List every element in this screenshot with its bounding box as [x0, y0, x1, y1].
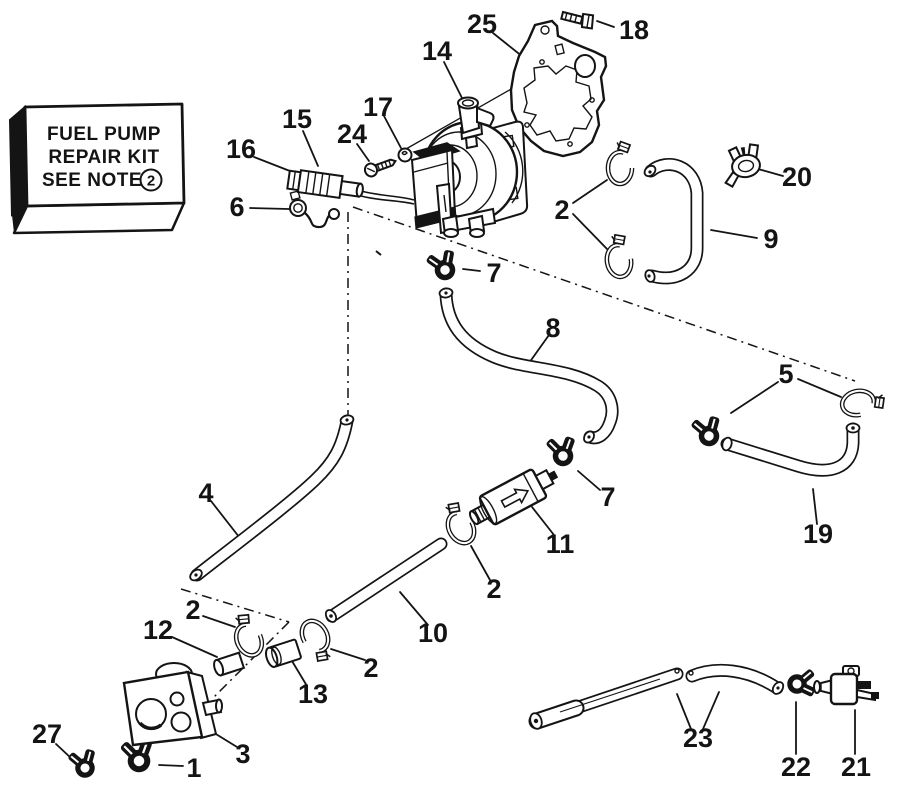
part-callout-24-5: 24	[337, 119, 367, 149]
part-callout-2-19: 2	[185, 595, 200, 625]
fuel-connector	[813, 665, 879, 706]
bushing-13	[265, 638, 302, 668]
pump-bracket	[122, 662, 223, 747]
spring-clamp-7a	[424, 244, 463, 282]
part-callout-25-0: 25	[467, 9, 497, 39]
part-callout-2-22: 2	[363, 653, 378, 683]
hose-19	[720, 422, 861, 477]
part-callout-27-25: 27	[32, 719, 62, 749]
part-callout-14-2: 14	[422, 36, 452, 66]
part-callout-13-23: 13	[298, 679, 328, 709]
part-callout-22-28: 22	[781, 752, 811, 782]
note-box-line2: REPAIR KIT	[48, 147, 159, 168]
worm-clamp-2b	[602, 232, 633, 279]
note-number: 2	[147, 173, 155, 190]
part-callout-9-10: 9	[763, 224, 778, 254]
part-callout-2-18: 2	[486, 574, 501, 604]
part-callout-3-26: 3	[235, 739, 250, 769]
spring-clamp-7b	[544, 432, 581, 467]
part-callout-1-27: 1	[186, 753, 201, 783]
part-callout-18-1: 18	[619, 15, 649, 45]
fuel-pump-assembly	[410, 96, 529, 238]
worm-clamp-5-right	[840, 386, 888, 419]
hose-10	[324, 537, 448, 623]
hose-23-right	[685, 663, 785, 695]
part-callout-5-13: 5	[778, 359, 793, 389]
mounting-bolt	[560, 10, 595, 30]
part-callout-17-3: 17	[363, 92, 393, 122]
part-callout-19-17: 19	[803, 519, 833, 549]
part-callout-12-20: 12	[143, 615, 173, 645]
worm-clamp-2d	[297, 616, 340, 666]
spring-clamp-27	[66, 744, 102, 779]
note-box-line3: SEE NOTE	[42, 170, 142, 191]
part-callout-4-14: 4	[198, 478, 213, 508]
hose-4	[189, 414, 355, 582]
part-callout-23-24: 23	[683, 723, 713, 753]
pinch-clamp-20	[724, 143, 761, 189]
note-number-circle	[139, 168, 163, 192]
hose-9	[643, 158, 704, 285]
worm-clamp-2e	[227, 610, 267, 660]
grommet-12	[213, 651, 246, 677]
worm-clamp-2a	[608, 141, 632, 184]
part-callout-15-4: 15	[282, 104, 312, 134]
part-callout-2-8: 2	[554, 195, 569, 225]
part-callout-8-12: 8	[545, 313, 560, 343]
screw-24	[363, 158, 397, 178]
part-callout-10-21: 10	[418, 618, 448, 648]
part-callout-6-7: 6	[229, 192, 244, 222]
part-callout-7-11: 7	[486, 258, 501, 288]
wire-clip	[289, 190, 340, 229]
part-callout-11-16: 11	[546, 529, 575, 559]
leader-lines	[55, 20, 856, 767]
hose-23-left	[528, 667, 684, 730]
part-callout-16-6: 16	[226, 134, 256, 164]
part-callout-20-9: 20	[782, 162, 812, 192]
gasket-plate	[509, 19, 608, 158]
fuel-filter	[468, 468, 559, 526]
fuel-pump-sensor	[286, 169, 415, 205]
part-callout-21-29: 21	[841, 752, 871, 782]
repair-kit-note-box: FUEL PUMP REPAIR KIT SEE NOTE 2	[8, 102, 186, 235]
note-box-line1: FUEL PUMP	[47, 124, 161, 145]
hose-8	[438, 287, 619, 445]
part-callout-7-15: 7	[600, 482, 615, 512]
nut-17	[397, 147, 413, 163]
